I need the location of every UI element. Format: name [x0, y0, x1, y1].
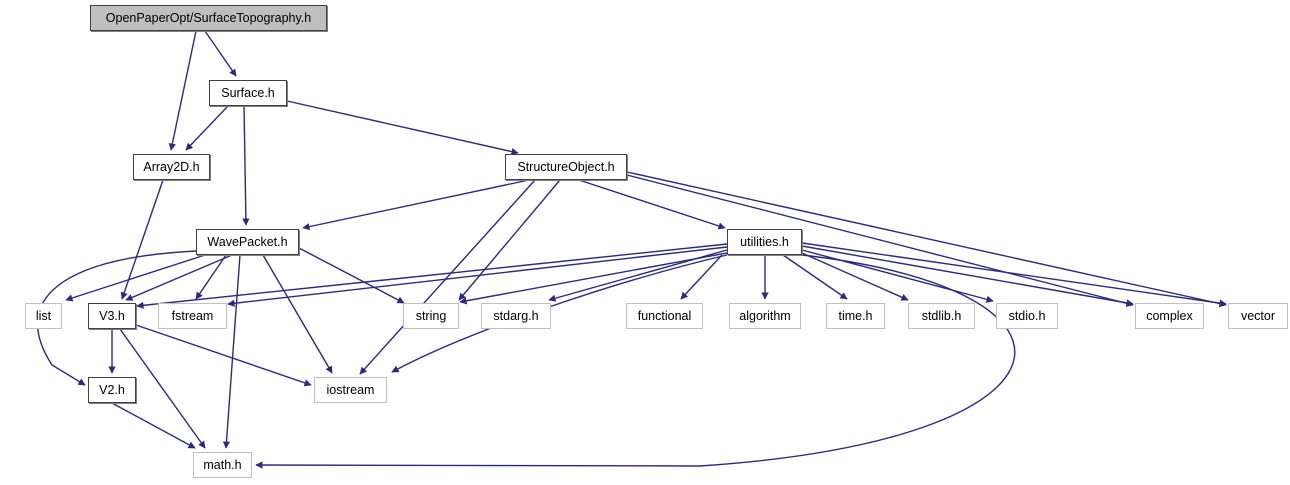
node-label: vector: [1240, 308, 1276, 323]
node-label: math.h: [203, 457, 242, 472]
node-complex[interactable]: complex: [1135, 303, 1204, 329]
node-stdlib[interactable]: stdlib.h: [908, 303, 975, 329]
node-stdarg[interactable]: stdarg.h: [481, 303, 551, 329]
node-string[interactable]: string: [403, 303, 459, 329]
node-v3[interactable]: V3.h: [88, 303, 136, 329]
edge-structureobject-to-complex: [626, 174, 1134, 307]
edge-wavepacket-to-fstream: [195, 254, 227, 300]
node-label: algorithm: [739, 308, 791, 323]
edge-utilities-to-math: [255, 254, 1016, 469]
edge-utilities-to-string: [459, 252, 728, 305]
edge-utilities-to-stdio: [801, 249, 994, 303]
edge-utilities-to-complex: [801, 245, 1134, 307]
node-structureobject[interactable]: StructureObject.h: [505, 154, 627, 180]
edge-structureobject-to-string: [458, 179, 561, 301]
node-vector[interactable]: vector: [1228, 303, 1288, 329]
node-label: V3.h: [99, 308, 125, 323]
edge-wavepacket-to-math: [222, 254, 241, 449]
edge-utilities-to-time: [782, 254, 848, 300]
edge-wavepacket-to-string: [298, 247, 405, 304]
edge-utilities-to-stdlib: [801, 252, 909, 301]
node-label: StructureObject.h: [517, 159, 615, 174]
node-fstream[interactable]: fstream: [158, 303, 227, 329]
node-label: list: [35, 308, 52, 323]
node-root[interactable]: OpenPaperOpt/SurfaceTopography.h: [90, 5, 327, 31]
node-label: functional: [637, 308, 692, 323]
edge-root-to-array2d: [168, 30, 197, 151]
node-label: fstream: [171, 308, 214, 323]
edge-wavepacket-to-list: [65, 254, 206, 302]
node-list[interactable]: list: [25, 303, 62, 329]
node-iostream[interactable]: iostream: [314, 377, 387, 403]
edge-utilities-to-fstream: [227, 246, 728, 307]
node-functional[interactable]: functional: [626, 303, 703, 329]
edge-wavepacket-to-v3: [125, 254, 233, 301]
node-math[interactable]: math.h: [193, 452, 252, 478]
edge-v3-to-iostream: [135, 324, 312, 387]
node-label: utilities.h: [740, 234, 789, 249]
node-label: complex: [1146, 308, 1193, 323]
node-label: stdlib.h: [921, 308, 962, 323]
node-label: Array2D.h: [143, 159, 200, 174]
node-surface[interactable]: Surface.h: [209, 80, 287, 106]
edge-surface-to-array2d: [185, 105, 229, 151]
node-v2[interactable]: V2.h: [88, 377, 136, 403]
edge-wavepacket-to-iostream: [262, 254, 333, 374]
edge-structureobject-to-vector: [626, 171, 1227, 308]
node-label: V2.h: [99, 382, 125, 397]
node-utilities[interactable]: utilities.h: [727, 229, 802, 255]
node-label: stdarg.h: [493, 308, 539, 323]
edge-utilities-to-stdarg: [548, 249, 728, 302]
node-label: Surface.h: [221, 85, 275, 100]
node-label: stdio.h: [1008, 308, 1046, 323]
node-wavepacket[interactable]: WavePacket.h: [196, 229, 299, 255]
edge-surface-to-wavepacket: [242, 105, 250, 226]
edge-array2d-to-v3: [120, 179, 164, 300]
edge-utilities-to-functional: [680, 254, 723, 300]
node-label: time.h: [838, 308, 873, 323]
node-array2d[interactable]: Array2D.h: [133, 154, 210, 180]
edge-v2-to-math: [111, 402, 196, 449]
node-algorithm[interactable]: algorithm: [729, 303, 801, 329]
node-label: iostream: [326, 382, 375, 397]
edge-structureobject-to-iostream: [359, 179, 536, 375]
edge-surface-to-structureobject: [286, 100, 519, 156]
edge-utilities-to-vector: [801, 242, 1227, 307]
edge-root-to-surface: [204, 30, 237, 77]
node-label: WavePacket.h: [207, 234, 288, 249]
edge-structureobject-to-utilities: [578, 179, 726, 230]
node-label: string: [415, 308, 447, 323]
node-time[interactable]: time.h: [826, 303, 885, 329]
edge-structureobject-to-wavepacket: [302, 179, 530, 231]
node-stdio[interactable]: stdio.h: [996, 303, 1058, 329]
node-label: OpenPaperOpt/SurfaceTopography.h: [105, 10, 312, 25]
